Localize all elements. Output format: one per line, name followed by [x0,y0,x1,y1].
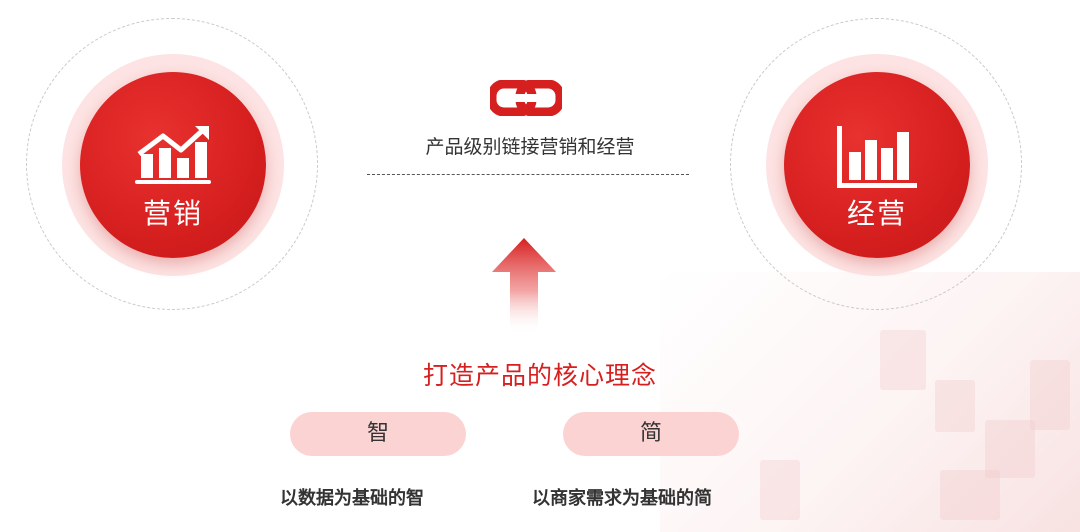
operation-circle: 经营 [712,0,1042,330]
up-arrow-icon [492,238,556,334]
background-decoration [660,272,1080,532]
link-caption: 产品级别链接营销和经营 [425,136,635,158]
dashed-ring [26,18,318,310]
divider-dashed [367,174,689,175]
operation-disc: 经营 [784,72,970,258]
concept-pill-simple: 简 [563,412,739,456]
background-block [935,380,975,432]
bar-chart-icon [837,126,917,188]
background-block [940,470,1000,520]
concept-pill-smart: 智 [290,412,466,456]
background-block [880,330,926,390]
background-block [985,420,1035,478]
concept-caption-simple: 以商家需求为基础的简 [532,488,712,509]
rising-chart-icon [135,126,211,184]
dashed-ring [730,18,1022,310]
chain-link-icon [490,80,562,116]
background-block [760,460,800,520]
operation-label: 经营 [846,197,907,230]
marketing-disc: 营销 [80,72,266,258]
concept-title: 打造产品的核心理念 [422,361,657,390]
background-block [1030,360,1070,430]
concept-caption-smart: 以数据为基础的智 [280,488,424,509]
marketing-label: 营销 [142,197,203,230]
marketing-circle: 营销 [8,0,338,330]
